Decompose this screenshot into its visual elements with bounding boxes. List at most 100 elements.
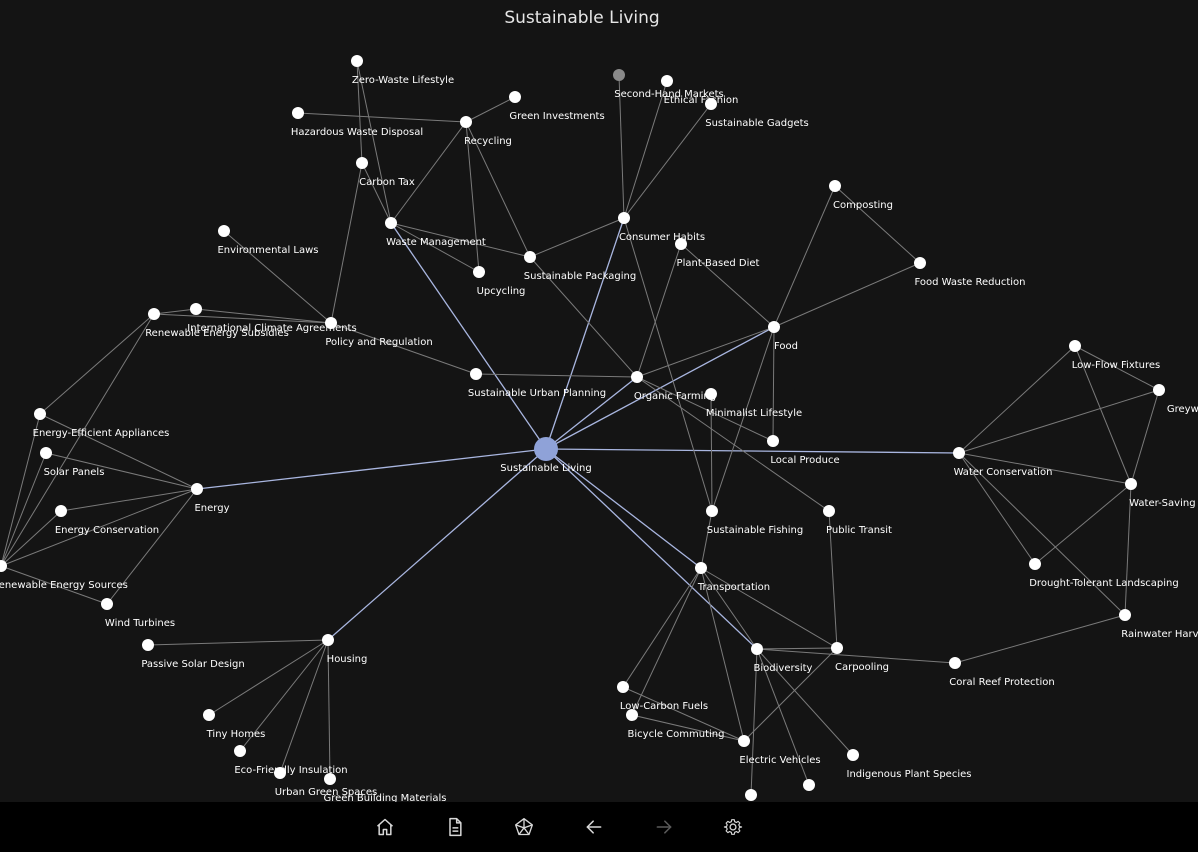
node-circle[interactable] [751, 643, 763, 655]
node-greenspaces[interactable]: Urban Green Spaces [274, 767, 377, 798]
node-circle[interactable] [325, 317, 337, 329]
node-energy[interactable]: Energy [191, 483, 230, 514]
node-publictransit[interactable]: Public Transit [823, 505, 892, 536]
node-circle[interactable] [148, 308, 160, 320]
node-circle[interactable] [191, 483, 203, 495]
node-circle[interactable] [324, 773, 336, 785]
node-lowflow[interactable]: Low-Flow Fixtures [1069, 340, 1160, 371]
node-circle[interactable] [322, 634, 334, 646]
node-drought[interactable]: Drought-Tolerant Landscaping [1029, 558, 1179, 589]
node-ev[interactable]: Electric Vehicles [738, 735, 821, 766]
node-circle[interactable] [1153, 384, 1165, 396]
node-circle[interactable] [745, 789, 757, 801]
node-envlaws[interactable]: Environmental Laws [217, 225, 319, 256]
document-button[interactable] [442, 814, 468, 840]
node-urbanplan[interactable]: Sustainable Urban Planning [468, 368, 606, 399]
node-greywater[interactable]: Greywater [1153, 384, 1198, 415]
node-circle[interactable] [534, 437, 558, 461]
node-renewable[interactable]: Renewable Energy Sources [0, 560, 128, 591]
node-circle[interactable] [524, 251, 536, 263]
node-circle[interactable] [218, 225, 230, 237]
node-circle[interactable] [613, 69, 625, 81]
node-carbontax[interactable]: Carbon Tax [356, 157, 415, 188]
node-insulation[interactable]: Eco-Friendly Insulation [234, 745, 348, 776]
node-ethical[interactable]: Ethical Fashion [661, 75, 738, 106]
node-zerowaste[interactable]: Zero-Waste Lifestyle [351, 55, 454, 86]
node-hazwaste[interactable]: Hazardous Waste Disposal [291, 107, 423, 138]
node-circle[interactable] [829, 180, 841, 192]
node-circle[interactable] [675, 238, 687, 250]
node-biodiversity[interactable]: Biodiversity [751, 643, 813, 674]
node-circle[interactable] [40, 447, 52, 459]
node-sl[interactable]: Sustainable Living [500, 437, 592, 474]
node-circle[interactable] [831, 642, 843, 654]
back-button[interactable] [581, 814, 607, 840]
forward-button[interactable] [651, 814, 677, 840]
node-circle[interactable] [914, 257, 926, 269]
node-circle[interactable] [274, 767, 286, 779]
node-circle[interactable] [460, 116, 472, 128]
node-solarpanels[interactable]: Solar Panels [40, 447, 104, 478]
node-effappliances[interactable]: Energy-Efficient Appliances [33, 408, 170, 439]
node-circle[interactable] [738, 735, 750, 747]
node-organic[interactable]: Organic Farming [631, 371, 716, 402]
node-circle[interactable] [203, 709, 215, 721]
node-circle[interactable] [234, 745, 246, 757]
node-circle[interactable] [1125, 478, 1137, 490]
node-circle[interactable] [509, 91, 521, 103]
node-circle[interactable] [631, 371, 643, 383]
node-recycling[interactable]: Recycling [460, 116, 512, 147]
node-circle[interactable] [470, 368, 482, 380]
node-extra2[interactable] [745, 789, 757, 801]
node-circle[interactable] [767, 435, 779, 447]
node-waste[interactable]: Waste Management [385, 217, 486, 248]
node-lowcarbon[interactable]: Low-Carbon Fuels [617, 681, 708, 712]
node-rainwater[interactable]: Rainwater Harve [1119, 609, 1198, 640]
node-secondhand[interactable]: Second-Hand Markets [613, 69, 724, 100]
node-circle[interactable] [953, 447, 965, 459]
node-circle[interactable] [1119, 609, 1131, 621]
node-circle[interactable] [292, 107, 304, 119]
node-circle[interactable] [768, 321, 780, 333]
node-circle[interactable] [618, 212, 630, 224]
node-gadgets[interactable]: Sustainable Gadgets [705, 98, 809, 129]
node-minimalist[interactable]: Minimalist Lifestyle [705, 388, 802, 419]
node-circle[interactable] [473, 266, 485, 278]
node-circle[interactable] [823, 505, 835, 517]
node-upcycling[interactable]: Upcycling [473, 266, 525, 297]
node-composting[interactable]: Composting [829, 180, 893, 211]
node-greeninv[interactable]: Green Investments [509, 91, 605, 122]
node-policy[interactable]: Policy and Regulation [325, 317, 433, 348]
node-circle[interactable] [661, 75, 673, 87]
node-water[interactable]: Water Conservation [953, 447, 1052, 478]
node-circle[interactable] [705, 388, 717, 400]
node-circle[interactable] [626, 709, 638, 721]
node-circle[interactable] [190, 303, 202, 315]
network-view-button[interactable] [511, 814, 537, 840]
node-circle[interactable] [803, 779, 815, 791]
node-circle[interactable] [949, 657, 961, 669]
node-circle[interactable] [356, 157, 368, 169]
node-circle[interactable] [1069, 340, 1081, 352]
node-resubsidies[interactable]: Renewable Energy Subsidies [145, 308, 289, 339]
settings-button[interactable] [720, 814, 746, 840]
node-food[interactable]: Food [768, 321, 798, 352]
node-windturbines[interactable]: Wind Turbines [101, 598, 175, 629]
node-watersaving[interactable]: Water-Saving T [1125, 478, 1198, 509]
node-tinyhomes[interactable]: Tiny Homes [203, 709, 265, 740]
home-button[interactable] [372, 814, 398, 840]
node-localproduce[interactable]: Local Produce [767, 435, 840, 466]
node-circle[interactable] [695, 562, 707, 574]
node-circle[interactable] [142, 639, 154, 651]
node-extra1[interactable] [803, 779, 815, 791]
node-housing[interactable]: Housing [322, 634, 367, 665]
node-plantdiet[interactable]: Plant-Based Diet [675, 238, 760, 269]
node-circle[interactable] [1029, 558, 1041, 570]
node-carpooling[interactable]: Carpooling [831, 642, 889, 673]
node-passivesolar[interactable]: Passive Solar Design [141, 639, 245, 670]
node-circle[interactable] [0, 560, 7, 572]
node-indigenous[interactable]: Indigenous Plant Species [847, 749, 972, 780]
node-circle[interactable] [847, 749, 859, 761]
